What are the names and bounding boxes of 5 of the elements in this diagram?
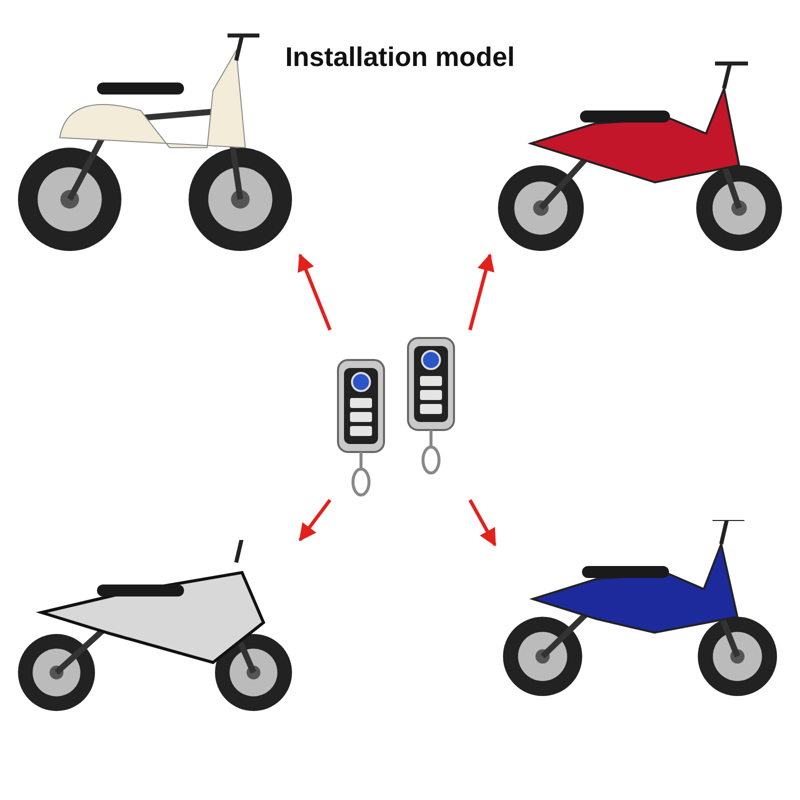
arrow: [468, 253, 494, 330]
arrow: [298, 253, 332, 331]
title: Installation model: [285, 42, 515, 73]
arrow: [298, 498, 332, 542]
arrow: [468, 499, 497, 547]
